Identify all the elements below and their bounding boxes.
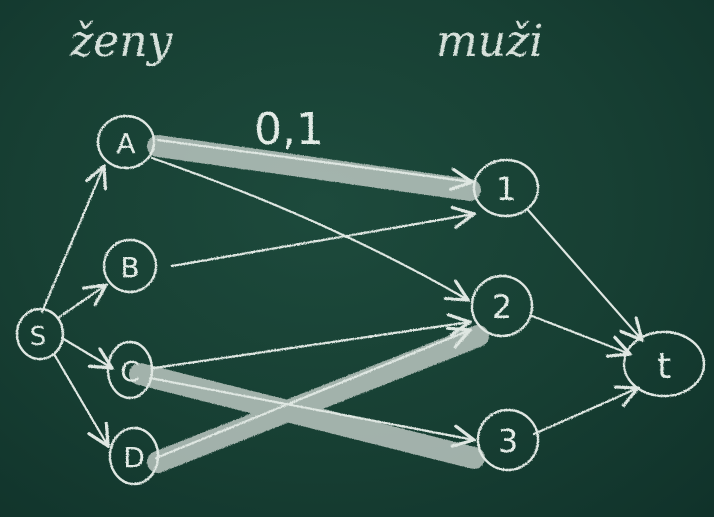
node-s-label: S bbox=[30, 322, 47, 352]
node-c bbox=[106, 340, 154, 400]
node-a-label: A bbox=[116, 127, 135, 160]
edge-s-d bbox=[52, 352, 108, 446]
edge-a-2 bbox=[150, 156, 468, 300]
edge-3-t bbox=[532, 388, 638, 436]
edge-s-c bbox=[60, 336, 112, 368]
edge-s-a bbox=[40, 166, 104, 314]
highlight-c-3 bbox=[129, 363, 485, 469]
highlight-d-2 bbox=[147, 325, 489, 473]
heading-women: ženy bbox=[69, 16, 174, 67]
edge-a-1 bbox=[156, 138, 472, 182]
node-d bbox=[108, 426, 160, 486]
matching-highlights bbox=[129, 135, 489, 473]
node-2 bbox=[470, 274, 534, 338]
edge-2-t bbox=[530, 314, 630, 354]
edges bbox=[40, 138, 642, 460]
node-circles bbox=[15, 114, 706, 486]
edge-c-3 bbox=[148, 376, 474, 440]
edge-1-t bbox=[526, 208, 642, 340]
node-t bbox=[622, 330, 706, 398]
edge-s-b bbox=[56, 285, 106, 320]
node-1 bbox=[472, 158, 540, 218]
node-b-label: B bbox=[120, 251, 139, 284]
edge-d-2 bbox=[154, 330, 470, 460]
flow-label: 0,1 bbox=[254, 104, 324, 155]
highlight-a-1 bbox=[147, 135, 481, 201]
node-2-label: 2 bbox=[492, 288, 512, 326]
node-a bbox=[96, 114, 156, 170]
edge-c-2 bbox=[152, 322, 470, 370]
node-1-label: 1 bbox=[496, 170, 516, 208]
node-3 bbox=[476, 408, 540, 472]
heading-men: muži bbox=[436, 16, 543, 67]
node-d-label: D bbox=[123, 441, 145, 474]
node-b bbox=[102, 238, 158, 294]
node-t-label: t bbox=[657, 346, 671, 387]
edge-b-1 bbox=[170, 214, 474, 268]
node-s bbox=[15, 307, 65, 361]
node-c-label: C bbox=[120, 355, 140, 388]
node-3-label: 3 bbox=[498, 422, 518, 460]
